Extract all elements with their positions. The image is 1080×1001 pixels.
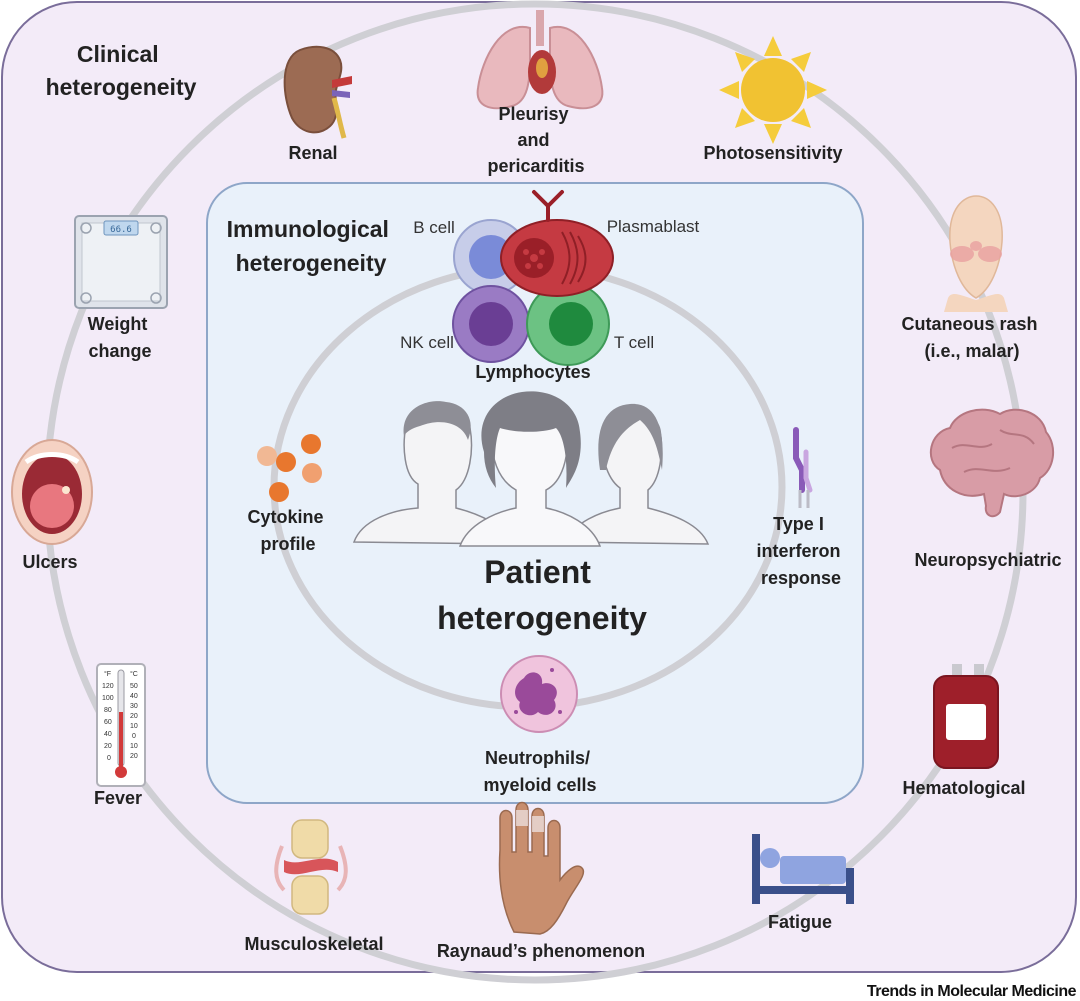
svg-text:60: 60 xyxy=(104,719,112,726)
svg-text:0: 0 xyxy=(107,755,111,762)
face-rash-icon xyxy=(944,195,1008,312)
svg-text:50: 50 xyxy=(130,683,138,690)
svg-text:30: 30 xyxy=(130,703,138,710)
label-plasmablast: Plasmablast xyxy=(607,217,700,236)
joint-icon xyxy=(274,819,348,915)
label-t-cell: T cell xyxy=(614,333,654,352)
svg-text:80: 80 xyxy=(104,707,112,714)
label-raynaud: Raynaud’s phenomenon xyxy=(437,941,645,961)
label-neutrophils: Neutrophils/ myeloid cells xyxy=(483,748,596,795)
svg-text:20: 20 xyxy=(130,713,138,720)
svg-text:40: 40 xyxy=(130,693,138,700)
label-fatigue: Fatigue xyxy=(768,912,832,932)
svg-text:40: 40 xyxy=(104,731,112,738)
patient-title: Patient heterogeneity xyxy=(437,554,647,636)
svg-text:66.6: 66.6 xyxy=(110,225,132,235)
label-b-cell: B cell xyxy=(413,218,455,237)
svg-text:100: 100 xyxy=(102,695,114,702)
label-cytokine: Cytokine profile xyxy=(247,507,328,554)
svg-text:20: 20 xyxy=(130,753,138,760)
mouth-icon xyxy=(11,439,93,545)
label-pleurisy: Pleurisy and pericarditis xyxy=(487,104,584,176)
hand-icon xyxy=(498,801,585,935)
svg-text:0: 0 xyxy=(132,733,136,740)
patients-illustration xyxy=(352,391,710,547)
label-weight: Weight change xyxy=(88,314,153,361)
label-interferon: Type I interferon response xyxy=(756,514,845,588)
immunological-title: Immunological heterogeneity xyxy=(227,216,396,276)
neutrophil-icon xyxy=(500,655,578,733)
svg-text:°F: °F xyxy=(104,670,111,678)
brain-icon xyxy=(930,408,1055,518)
label-neuro: Neuropsychiatric xyxy=(914,550,1061,570)
svg-text:20: 20 xyxy=(104,743,112,750)
svg-text:10: 10 xyxy=(130,743,138,750)
label-rash: Cutaneous rash (i.e., malar) xyxy=(901,314,1042,361)
svg-text:10: 10 xyxy=(130,723,138,730)
weight-scale-icon: 66.6 xyxy=(74,215,168,309)
label-ulcers: Ulcers xyxy=(22,552,77,572)
label-hematological: Hematological xyxy=(902,778,1025,798)
label-musculoskeletal: Musculoskeletal xyxy=(244,934,383,954)
svg-text:°C: °C xyxy=(130,670,138,678)
plasmablast-icon xyxy=(500,190,614,297)
cytokine-icon xyxy=(257,434,322,502)
thermometer-icon: °F °C 120 100 80 60 40 20 0 50 40 30 20 … xyxy=(96,663,146,787)
label-photosensitivity: Photosensitivity xyxy=(703,143,842,163)
label-lymphocytes: Lymphocytes xyxy=(475,362,590,382)
lungs-icon xyxy=(476,10,604,110)
kidney-icon xyxy=(283,45,352,139)
blood-bag-icon xyxy=(933,664,999,769)
svg-text:120: 120 xyxy=(102,683,114,690)
journal-credit: Trends in Molecular Medicine xyxy=(867,983,1077,1000)
bed-icon xyxy=(752,834,854,904)
clinical-title: Clinical heterogeneity xyxy=(46,41,197,100)
label-renal: Renal xyxy=(288,143,337,163)
label-fever: Fever xyxy=(94,788,142,808)
interferon-receptor-icon xyxy=(793,427,813,508)
nk-cell-icon xyxy=(452,285,530,363)
label-nk-cell: NK cell xyxy=(400,333,454,352)
sun-icon xyxy=(719,36,827,144)
